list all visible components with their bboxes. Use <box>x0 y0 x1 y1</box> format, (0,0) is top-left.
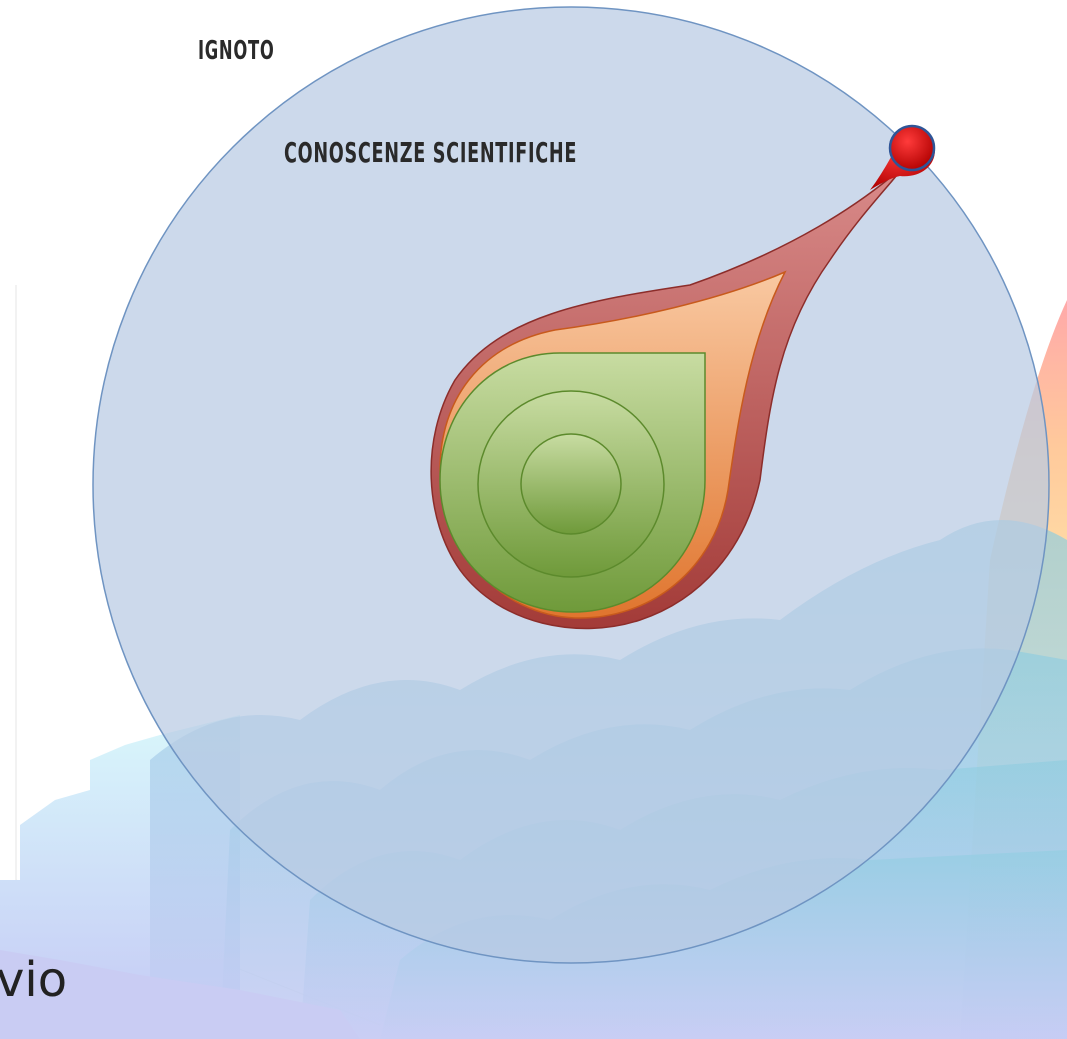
knowledge-drop <box>430 164 906 630</box>
label-scientific-knowledge: CONOSCENZE SCIENTIFICHE <box>284 136 578 169</box>
label-unknown: IGNOTO <box>198 36 275 66</box>
label-fragment: vio <box>0 952 68 1008</box>
knowledge-tip <box>870 124 936 190</box>
drop-ring-core <box>520 433 622 535</box>
